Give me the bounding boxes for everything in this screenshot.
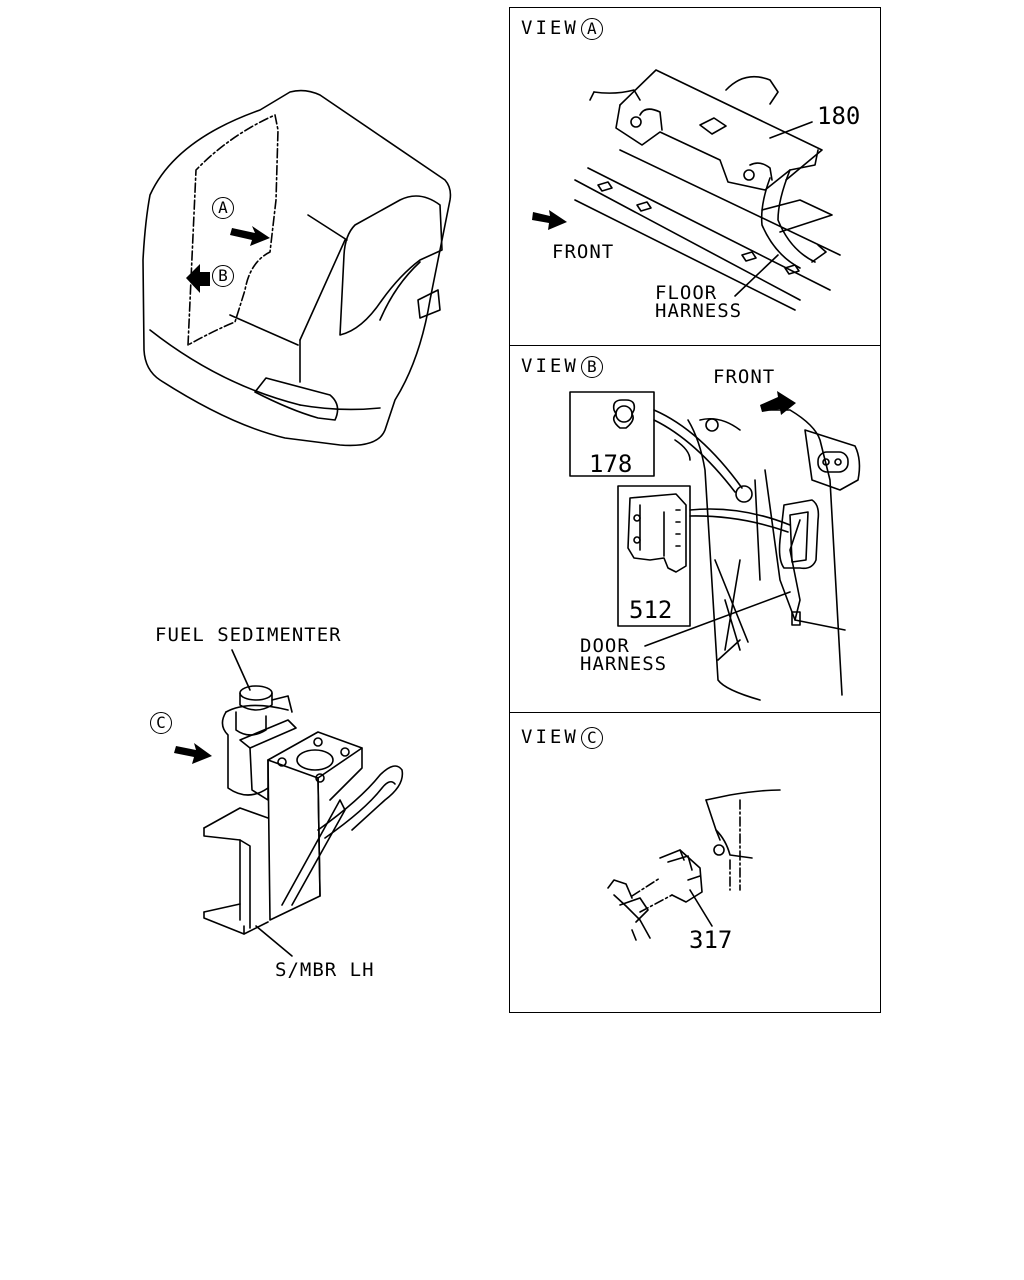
view-a-title-prefix: VIEW: [521, 17, 579, 39]
cab-illustration: [142, 89, 452, 447]
fuel-sedimenter-label: FUEL SEDIMENTER: [155, 624, 342, 646]
cab-marker-b: B: [210, 265, 234, 287]
view-b-title-prefix: VIEW: [521, 355, 579, 377]
arrow-c-icon: [174, 743, 212, 764]
view-c-reference-circle: C: [150, 712, 172, 734]
part-number-178: 178: [589, 450, 633, 478]
view-a-front-arrow-icon: [532, 210, 567, 230]
view-b-front-arrow-icon: [760, 391, 796, 415]
view-c-title-letter: C: [580, 727, 603, 749]
view-c-panel: [509, 712, 881, 1013]
view-b-reference-circle: B: [212, 265, 234, 287]
view-a-illustration: [574, 69, 841, 311]
view-a-title-letter: A: [580, 18, 603, 40]
part-number-512: 512: [629, 596, 673, 624]
view-c-title-prefix: VIEW: [521, 726, 579, 748]
floor-harness-label-line1: FLOOR: [655, 282, 718, 304]
view-a-front-label: FRONT: [552, 241, 615, 263]
part-number-317: 317: [689, 926, 733, 954]
arrow-b-icon: [186, 264, 210, 293]
chassis-marker-c: C: [148, 712, 172, 734]
view-c-illustration: [607, 789, 781, 941]
floor-harness-label-line2: HARNESS: [655, 300, 743, 322]
view-b-title-letter: B: [580, 356, 603, 378]
door-harness-label-line1: DOOR: [580, 635, 630, 657]
view-a-reference-circle: A: [212, 197, 234, 219]
cab-marker-a: A: [210, 197, 234, 219]
fuel-sedimenter-illustration: [203, 649, 404, 957]
arrow-a-icon: [230, 226, 270, 246]
view-b-front-label: FRONT: [713, 366, 776, 388]
view-b-illustration: [569, 391, 861, 701]
side-member-label: S/MBR LH: [275, 959, 375, 981]
part-number-180: 180: [817, 102, 861, 130]
door-harness-label-line2: HARNESS: [580, 653, 668, 675]
